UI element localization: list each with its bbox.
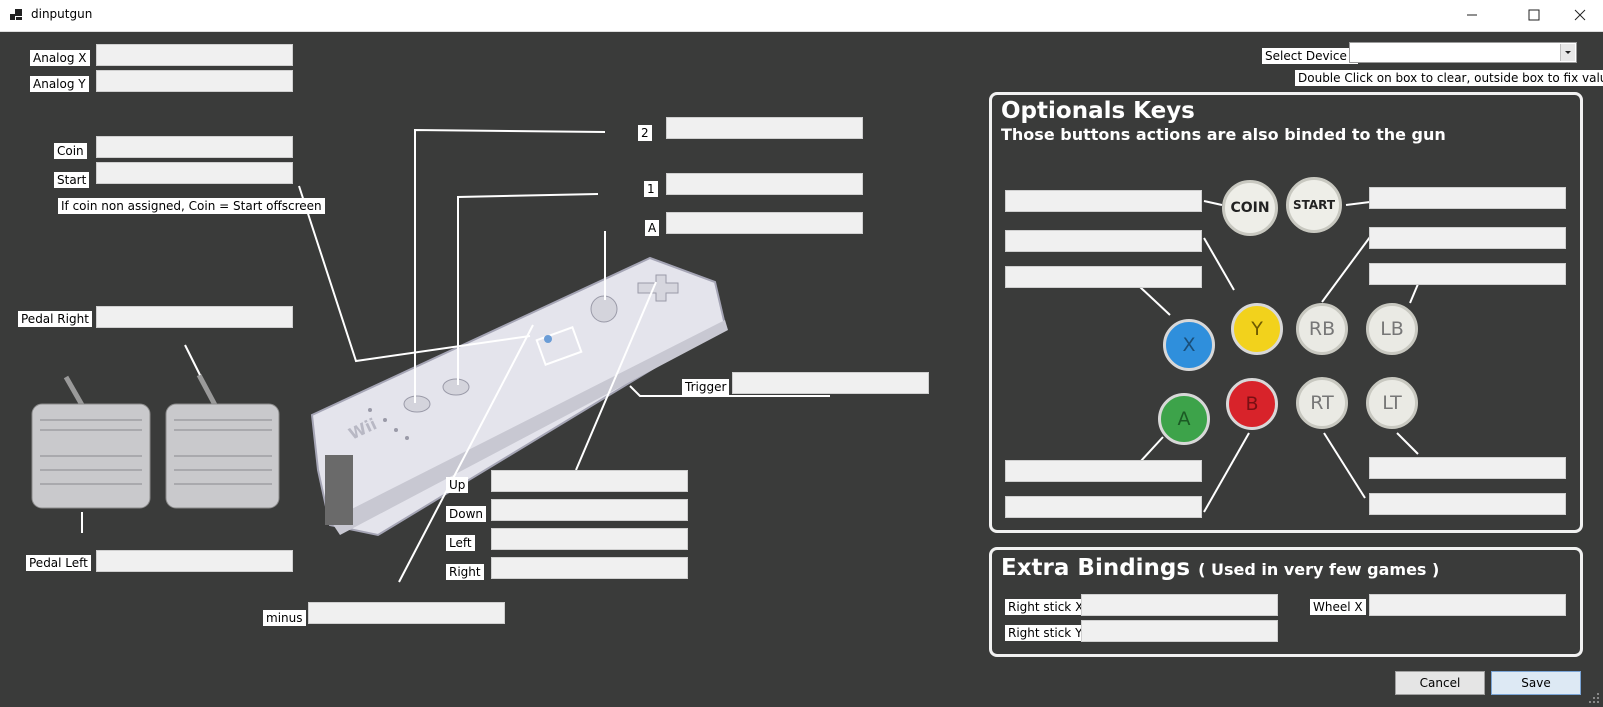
right-field[interactable] bbox=[491, 557, 688, 579]
opt-start-field[interactable] bbox=[1369, 187, 1566, 209]
b-button-icon: B bbox=[1226, 378, 1278, 430]
opt-lt-field[interactable] bbox=[1369, 457, 1566, 479]
dropdown-arrow-glyph bbox=[1565, 51, 1571, 54]
opt-b-field[interactable] bbox=[1005, 496, 1202, 518]
right-stick-x-field[interactable] bbox=[1081, 594, 1278, 616]
extra-title: Extra Bindings ( Used in very few games … bbox=[1001, 555, 1439, 581]
wiimote-image: Wii bbox=[310, 256, 728, 537]
maximize-button[interactable] bbox=[1511, 0, 1557, 31]
start-button-text: START bbox=[1292, 198, 1336, 212]
minus-label: minus bbox=[263, 610, 306, 626]
coin-button-icon: COIN bbox=[1222, 180, 1278, 236]
opt-coin-field[interactable] bbox=[1005, 190, 1202, 212]
coin-label: Coin bbox=[54, 143, 87, 159]
extra-title-text: Extra Bindings bbox=[1001, 555, 1191, 581]
coin-note: If coin non assigned, Coin = Start offsc… bbox=[58, 198, 325, 214]
analog-y-label: Analog Y bbox=[30, 76, 89, 92]
resize-grip-icon[interactable] bbox=[1588, 692, 1600, 704]
opt-x-field[interactable] bbox=[1005, 266, 1202, 288]
select-device-dropdown[interactable] bbox=[1349, 42, 1577, 63]
start-button-icon: START bbox=[1286, 177, 1342, 233]
extra-subtitle: ( Used in very few games ) bbox=[1198, 560, 1440, 579]
right-stick-y-field[interactable] bbox=[1081, 620, 1278, 642]
start-field[interactable] bbox=[96, 162, 293, 184]
btnA-field[interactable] bbox=[666, 212, 863, 234]
minus-field[interactable] bbox=[308, 602, 505, 624]
analog-x-field[interactable] bbox=[96, 44, 293, 66]
analog-x-label: Analog X bbox=[30, 50, 90, 66]
pedal-left-image bbox=[165, 373, 280, 509]
analog-y-field[interactable] bbox=[96, 70, 293, 92]
up-label: Up bbox=[446, 477, 469, 493]
close-icon bbox=[1574, 9, 1586, 21]
title-bar: dinputgun bbox=[0, 0, 1603, 32]
lt-button-icon: LT bbox=[1366, 377, 1418, 429]
opt-lb-field[interactable] bbox=[1369, 263, 1566, 285]
hint-text: Double Click on box to clear, outside bo… bbox=[1295, 70, 1603, 86]
minimize-icon bbox=[1467, 14, 1477, 16]
rt-button-icon: RT bbox=[1296, 377, 1348, 429]
opt-a-field[interactable] bbox=[1005, 460, 1202, 482]
btnA-label: A bbox=[645, 220, 660, 236]
start-label: Start bbox=[54, 172, 90, 188]
a-button-icon: A bbox=[1158, 393, 1210, 445]
lb-button-icon: LB bbox=[1366, 303, 1418, 355]
chevron-down-icon[interactable] bbox=[1560, 44, 1575, 61]
right-label: Right bbox=[446, 564, 484, 580]
window-title: dinputgun bbox=[31, 7, 93, 21]
y-button-icon: Y bbox=[1231, 303, 1283, 355]
rb-button-text: RB bbox=[1308, 318, 1336, 340]
optionals-subtitle: Those buttons actions are also binded to… bbox=[1001, 125, 1446, 144]
optionals-panel bbox=[989, 92, 1583, 533]
opt-rt-field[interactable] bbox=[1369, 493, 1566, 515]
right-stick-y-label: Right stick Y bbox=[1005, 625, 1086, 641]
left-field[interactable] bbox=[491, 528, 688, 550]
save-button[interactable]: Save bbox=[1491, 671, 1581, 695]
pedal-left-label: Pedal Left bbox=[26, 555, 91, 571]
pedal-right-image bbox=[31, 375, 151, 509]
rt-button-text: RT bbox=[1310, 392, 1334, 414]
down-field[interactable] bbox=[491, 499, 688, 521]
coin-field[interactable] bbox=[96, 136, 293, 158]
btn2-label: 2 bbox=[638, 125, 652, 141]
wheel-x-label: Wheel X bbox=[1310, 599, 1366, 615]
pedal-left-field[interactable] bbox=[96, 550, 293, 572]
rb-button-icon: RB bbox=[1296, 303, 1348, 355]
lt-button-text: LT bbox=[1382, 392, 1402, 414]
trigger-label: Trigger bbox=[682, 379, 730, 395]
minimize-button[interactable] bbox=[1449, 0, 1495, 31]
right-stick-x-label: Right stick X bbox=[1005, 599, 1087, 615]
maximize-icon bbox=[1528, 9, 1540, 21]
app-icon bbox=[10, 9, 22, 20]
x-button-text: X bbox=[1182, 334, 1196, 356]
select-device-label: Select Device : bbox=[1262, 48, 1358, 64]
down-label: Down bbox=[446, 506, 487, 522]
btn1-label: 1 bbox=[644, 181, 658, 197]
pedal-right-field[interactable] bbox=[96, 306, 293, 328]
coin-button-text: COIN bbox=[1230, 200, 1270, 216]
cancel-button[interactable]: Cancel bbox=[1395, 671, 1485, 695]
pedal-right-label: Pedal Right bbox=[18, 311, 92, 327]
x-button-icon: X bbox=[1163, 319, 1215, 371]
trigger-field[interactable] bbox=[732, 372, 929, 394]
opt-rb-field[interactable] bbox=[1369, 227, 1566, 249]
a-button-text: A bbox=[1177, 408, 1191, 430]
up-field[interactable] bbox=[491, 470, 688, 492]
extra-bindings-panel bbox=[989, 547, 1583, 657]
btn1-field[interactable] bbox=[666, 173, 863, 195]
close-button[interactable] bbox=[1557, 0, 1603, 31]
connector-lines bbox=[81, 128, 1419, 583]
btn2-field[interactable] bbox=[666, 117, 863, 139]
left-label: Left bbox=[446, 535, 475, 551]
lb-button-text: LB bbox=[1380, 318, 1404, 340]
opt-y-field[interactable] bbox=[1005, 230, 1202, 252]
wheel-x-field[interactable] bbox=[1369, 594, 1566, 616]
b-button-text: B bbox=[1245, 393, 1259, 415]
optionals-title: Optionals Keys bbox=[1001, 98, 1195, 124]
y-button-text: Y bbox=[1251, 318, 1263, 340]
